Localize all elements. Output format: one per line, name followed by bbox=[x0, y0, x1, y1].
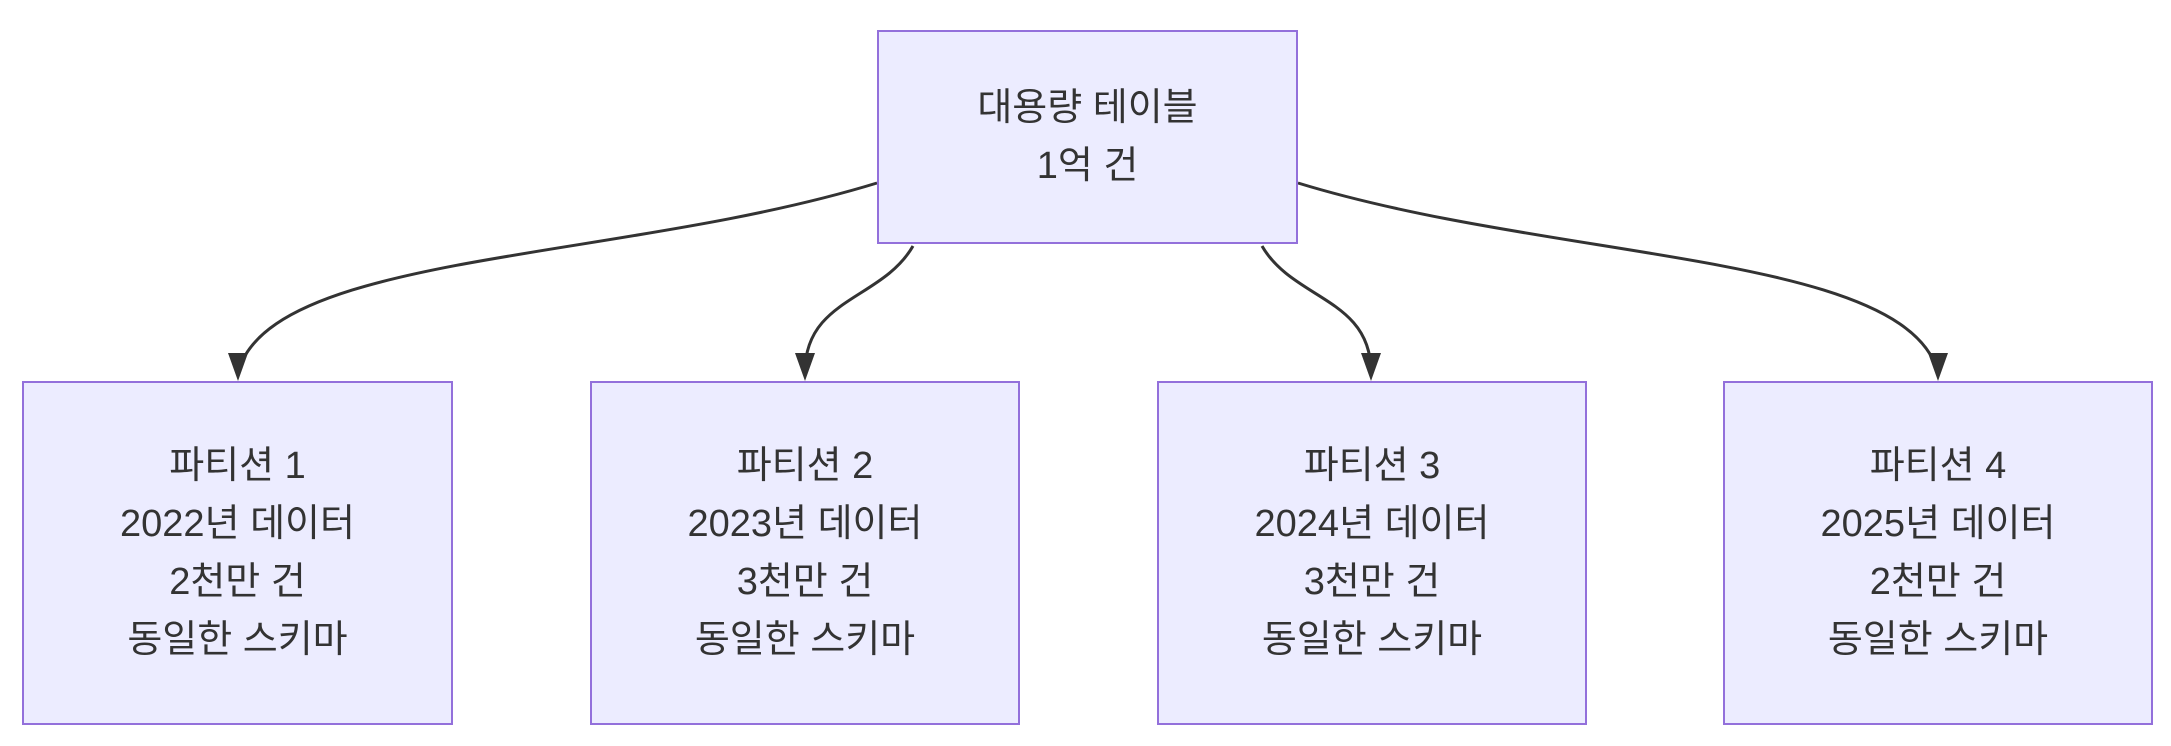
edge-root-to-partition-3 bbox=[1260, 245, 1373, 373]
node-partition-4: 파티션 4 2025년 데이터 2천만 건 동일한 스키마 bbox=[1723, 381, 2153, 725]
node-line: 파티션 4 bbox=[1869, 445, 2007, 487]
node-large-table: 대용량 테이블 1억 건 bbox=[877, 30, 1298, 244]
node-line: 3천만 건 bbox=[736, 561, 874, 603]
arrowhead-partition-1 bbox=[228, 353, 248, 381]
edge-root-to-partition-4 bbox=[1297, 181, 1940, 373]
node-line: 2025년 데이터 bbox=[1820, 503, 2056, 545]
node-partition-3: 파티션 3 2024년 데이터 3천만 건 동일한 스키마 bbox=[1157, 381, 1587, 725]
node-line: 파티션 2 bbox=[736, 445, 874, 487]
node-line: 2천만 건 bbox=[1869, 561, 2007, 603]
edge-root-to-partition-2 bbox=[803, 245, 915, 373]
node-line: 1억 건 bbox=[1036, 145, 1139, 187]
node-line: 동일한 스키마 bbox=[127, 619, 348, 661]
node-partition-2: 파티션 2 2023년 데이터 3천만 건 동일한 스키마 bbox=[590, 381, 1020, 725]
node-line: 파티션 3 bbox=[1303, 445, 1441, 487]
arrowhead-partition-4 bbox=[1928, 353, 1948, 381]
node-line: 동일한 스키마 bbox=[694, 619, 916, 661]
arrowhead-partition-2 bbox=[795, 353, 815, 381]
node-line: 파티션 1 bbox=[169, 445, 306, 487]
node-line: 2022년 데이터 bbox=[120, 503, 355, 545]
arrowhead-partition-3 bbox=[1361, 353, 1381, 381]
edge-root-to-partition-1 bbox=[236, 181, 878, 373]
node-line: 대용량 테이블 bbox=[977, 87, 1198, 129]
node-line: 동일한 스키마 bbox=[1827, 619, 2049, 661]
node-line: 2024년 데이터 bbox=[1254, 503, 1490, 545]
node-line: 동일한 스키마 bbox=[1261, 619, 1483, 661]
node-line: 2023년 데이터 bbox=[687, 503, 923, 545]
node-line: 2천만 건 bbox=[169, 561, 306, 603]
node-line: 3천만 건 bbox=[1303, 561, 1441, 603]
node-partition-1: 파티션 1 2022년 데이터 2천만 건 동일한 스키마 bbox=[22, 381, 453, 725]
